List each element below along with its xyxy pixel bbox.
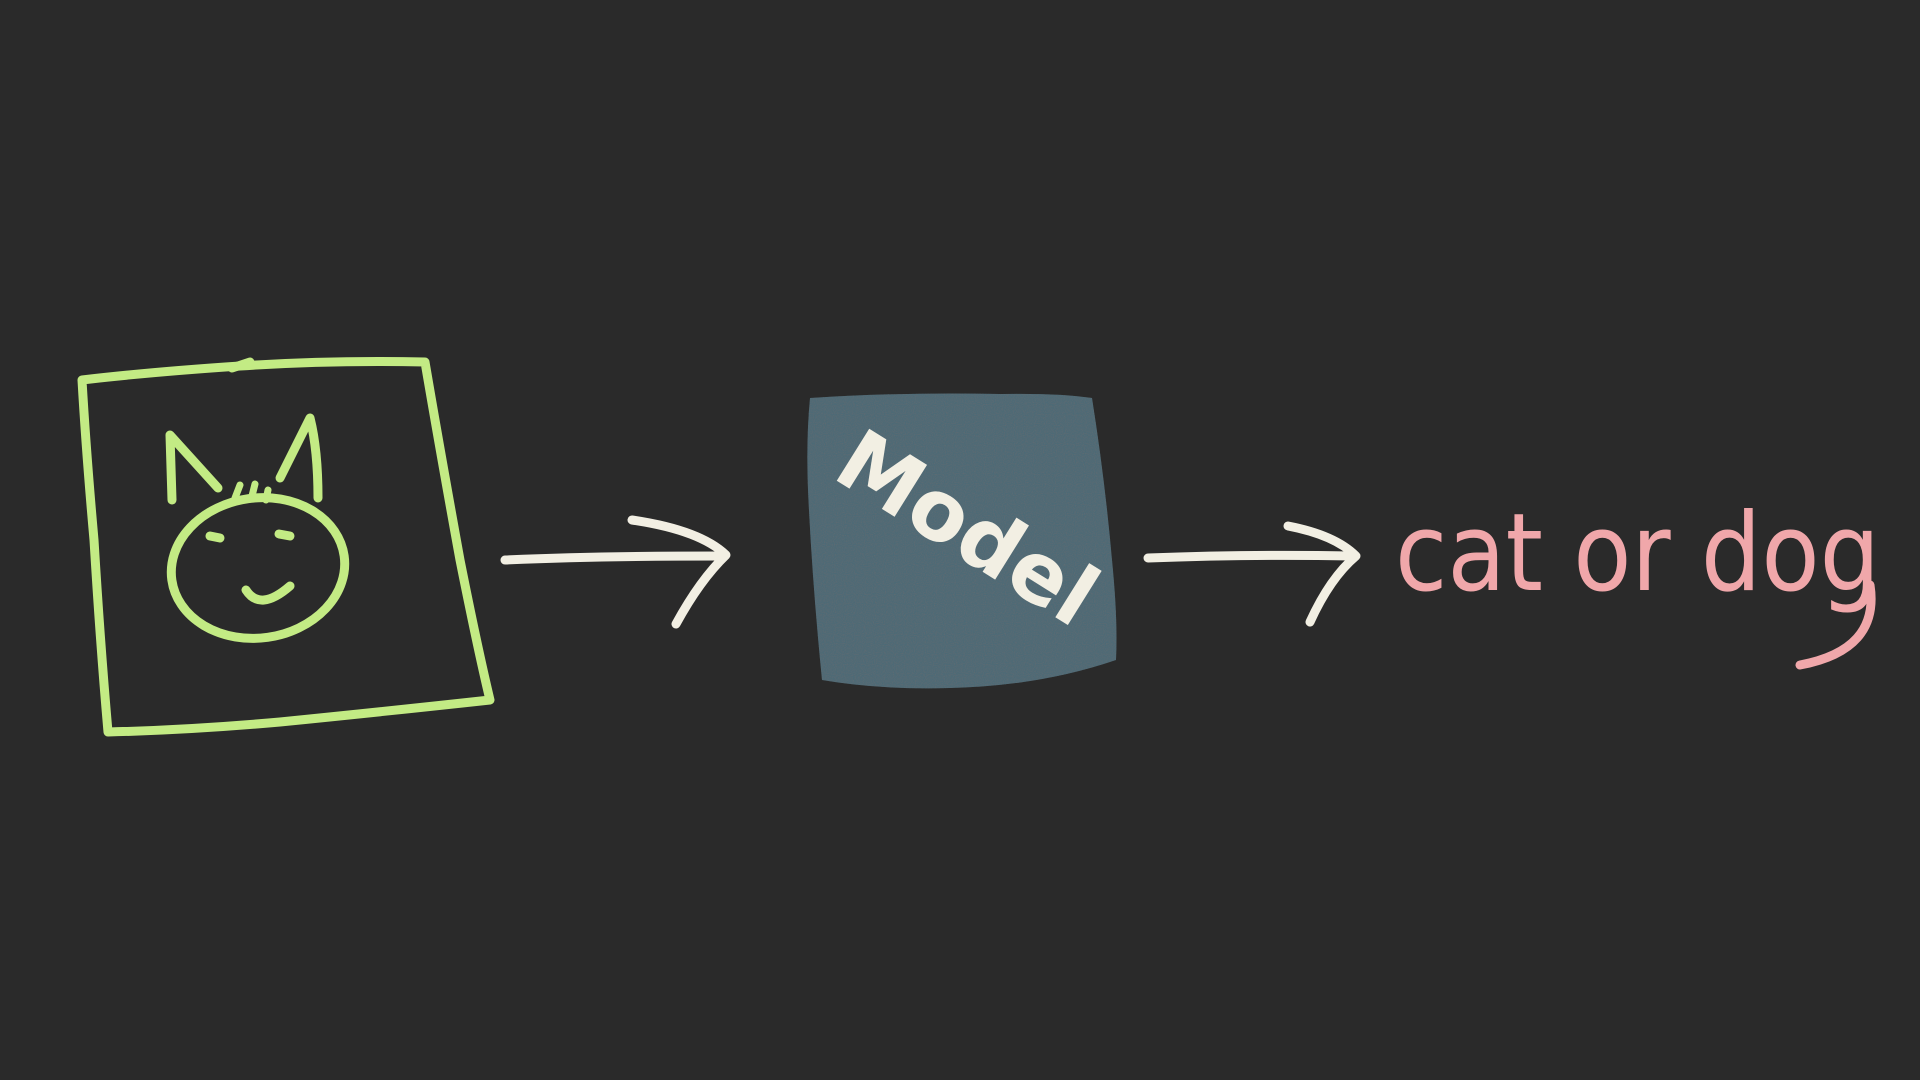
cat-left-ear — [165, 430, 223, 505]
box-corner-stroke — [227, 357, 255, 373]
cat-right-ear — [275, 413, 323, 503]
arrow-shaft — [1143, 550, 1357, 563]
cat-left-eye — [205, 531, 225, 543]
cat-head — [166, 493, 350, 643]
arrow-head — [1283, 521, 1361, 627]
output-label: cat or dog — [1395, 491, 1880, 616]
cat-face-icon — [165, 413, 350, 643]
arrow-shaft — [500, 551, 727, 565]
cat-hair — [231, 480, 272, 504]
cat-mouth — [241, 581, 295, 605]
arrow-model-to-output — [1143, 521, 1361, 627]
arrow-head — [627, 515, 731, 629]
cat-right-eye — [274, 529, 295, 541]
arrow-input-to-model — [500, 515, 731, 629]
model-fill — [807, 393, 1117, 689]
input-image-box — [77, 357, 495, 737]
output-label-group: cat or dog — [1395, 491, 1880, 670]
input-frame — [77, 357, 495, 737]
output-g-tail — [1795, 580, 1876, 670]
model-box: Model — [807, 393, 1117, 689]
